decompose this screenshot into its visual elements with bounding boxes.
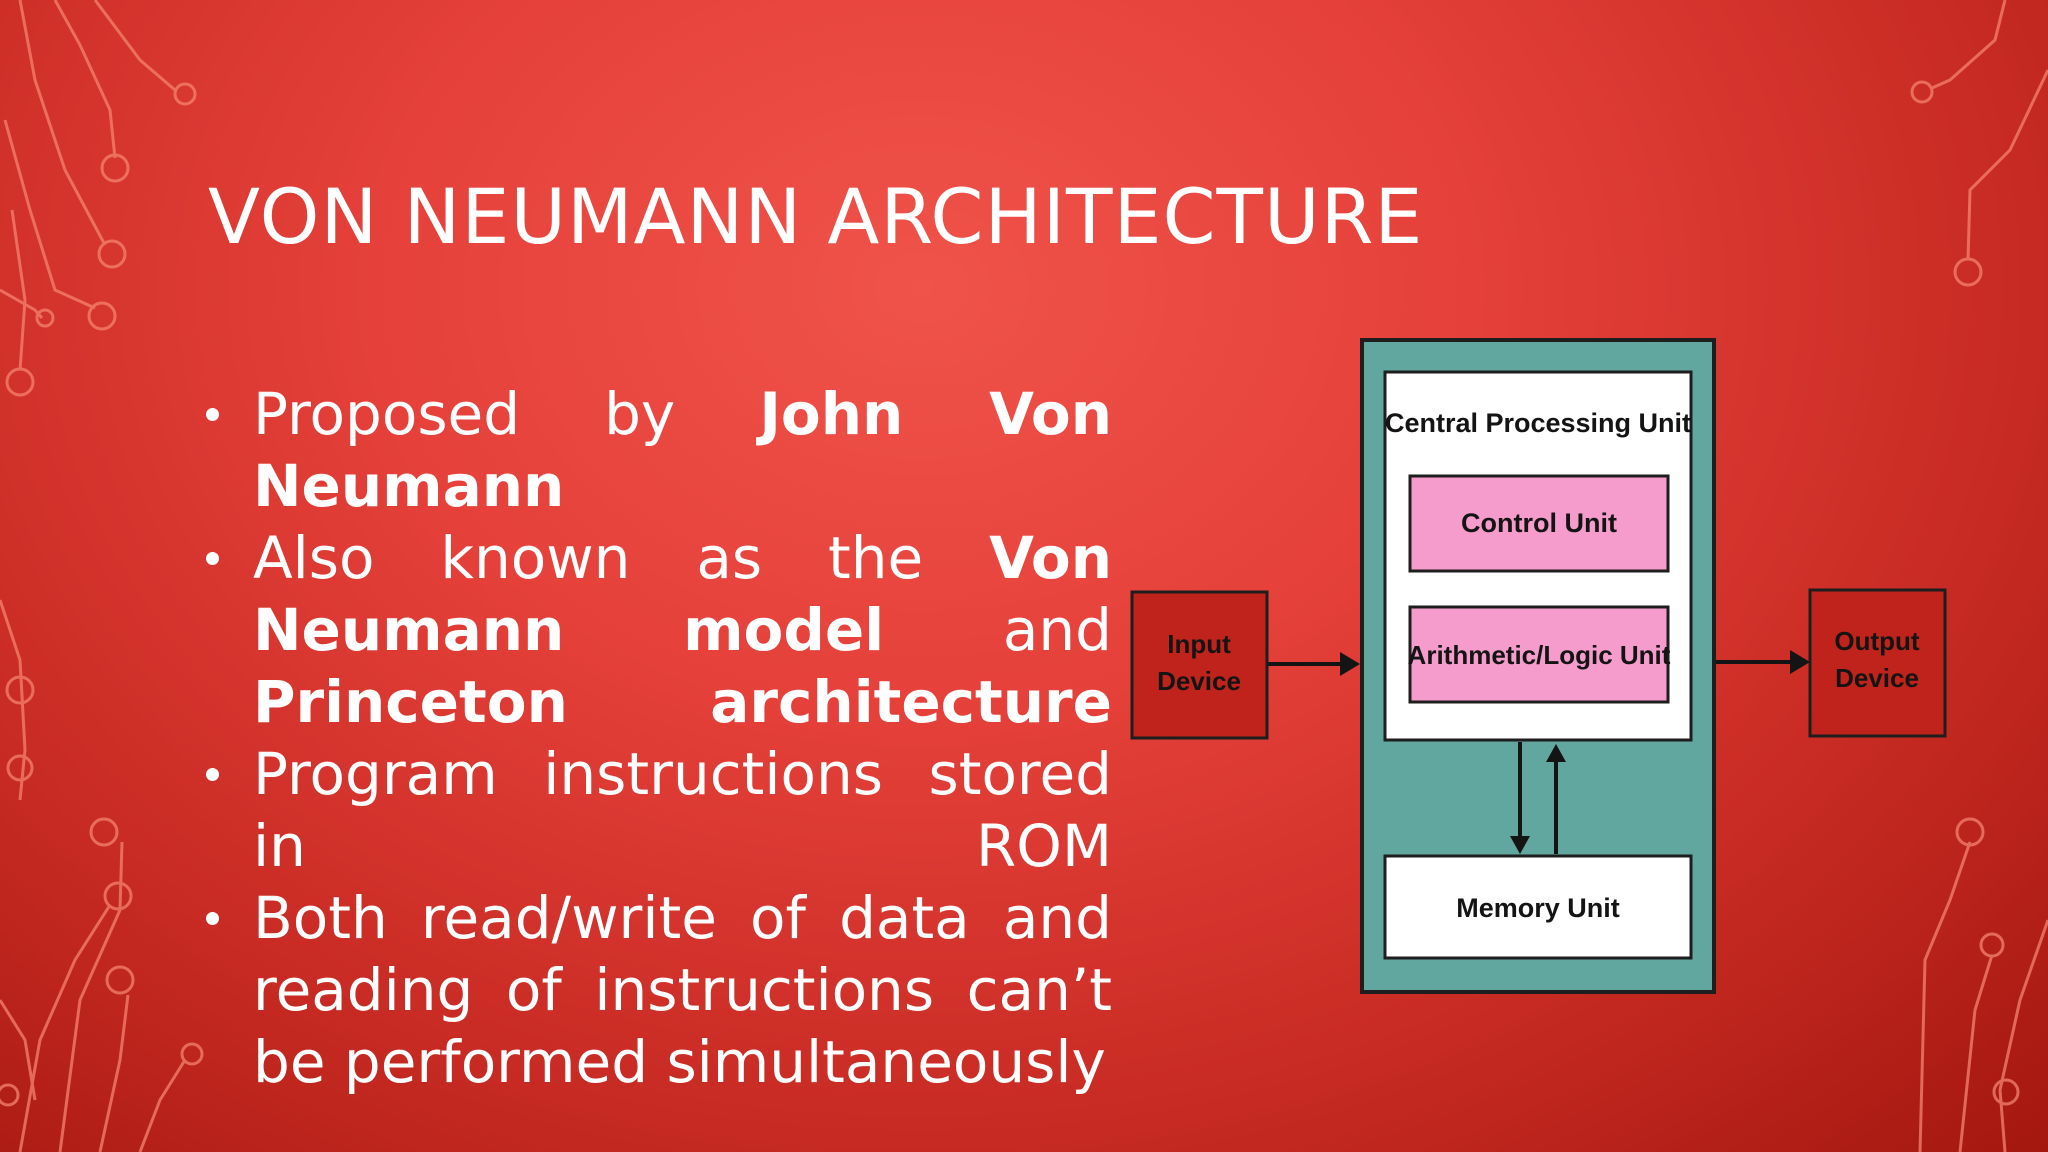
cpu-memory-arrows xyxy=(1510,742,1566,854)
output-arrow xyxy=(1716,650,1810,674)
bullet-text: and xyxy=(884,596,1112,664)
control-unit-box xyxy=(1408,474,1670,573)
bullet-item: Both read/write of data and reading of i… xyxy=(200,882,1112,1098)
input-device-label: Device xyxy=(1157,666,1241,696)
bullet-bold-text: Von Neumann xyxy=(253,524,1112,664)
bullet-bold-text: Princeton architecture xyxy=(253,668,1112,736)
output-device-label: Output xyxy=(1834,626,1920,656)
memory-unit-box xyxy=(1383,854,1693,960)
input-arrow xyxy=(1268,652,1360,676)
cpu-label: Central Processing Unit xyxy=(1385,408,1691,438)
bullet-bold-text: John Von Neumann xyxy=(253,380,1112,520)
alu-box xyxy=(1408,605,1670,704)
input-device-label: Input xyxy=(1167,629,1231,659)
bullet-text: Proposed by xyxy=(253,380,760,448)
bullet-text: Both read/write of data and reading of i… xyxy=(253,884,1112,1096)
bullet-text: Program instructions stored in ROM xyxy=(253,740,1112,880)
memory-unit-label: Memory Unit xyxy=(1456,893,1620,923)
bullet-list: Proposed by John Von Neumann Also known … xyxy=(200,378,1112,1098)
bullet-item: Also known as the Von Neumann model and … xyxy=(200,522,1112,738)
alu-label: Arithmetic/Logic Unit xyxy=(1408,640,1671,670)
input-device-box xyxy=(1130,590,1269,740)
control-unit-label: Control Unit xyxy=(1461,508,1617,538)
bullet-bold-text: model xyxy=(683,596,885,664)
slide-title: VON NEUMANN ARCHITECTURE xyxy=(208,172,1424,261)
output-device-box xyxy=(1808,588,1947,738)
bullet-text: Also known as the xyxy=(253,524,990,592)
bullet-item: Program instructions stored in ROM xyxy=(200,738,1112,882)
bullet-item: Proposed by John Von Neumann xyxy=(200,378,1112,522)
output-device-label: Device xyxy=(1835,663,1919,693)
